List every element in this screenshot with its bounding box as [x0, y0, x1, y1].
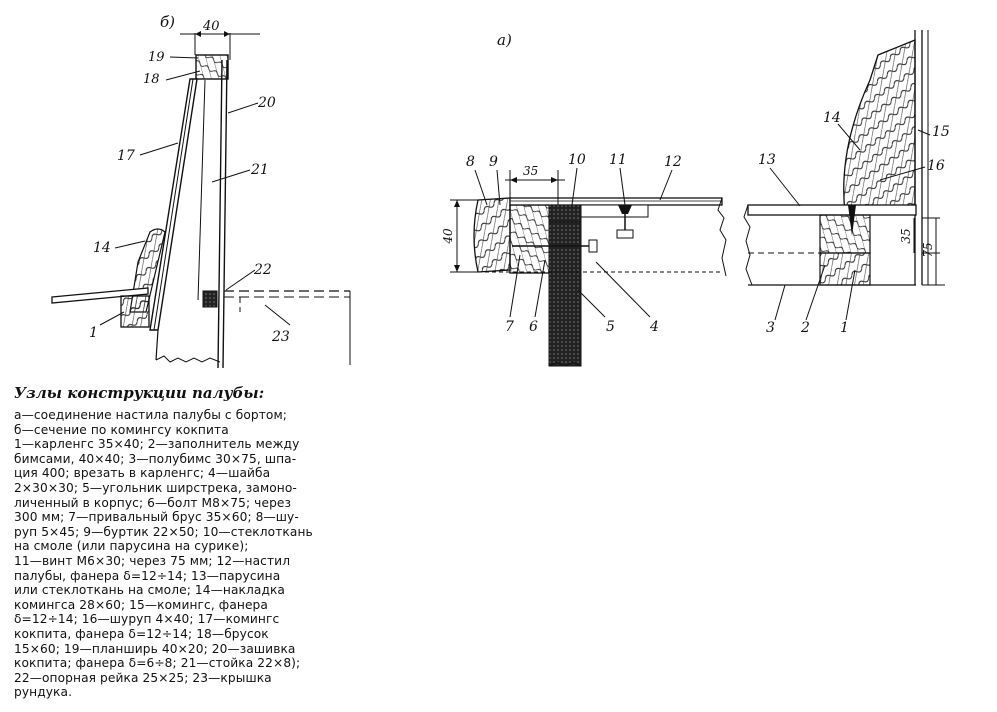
label-14: 14	[93, 240, 111, 256]
legend-line: или стеклоткань на смоле; 14—накладка	[14, 583, 286, 598]
legend-line: б—сечение по комингсу кокпита	[14, 422, 229, 437]
legend-line: 1—карленгс 35×40; 2—заполнитель между	[14, 437, 300, 452]
legend-line: палубы, фанера δ=12÷14; 13—парусина	[14, 568, 281, 583]
label-22: 22	[253, 262, 272, 278]
label-a-16: 16	[927, 158, 945, 174]
caption-legend: а—соединение настила палубы с бортом; б—…	[14, 408, 374, 700]
legend-line: личенный в корпус; 6—болт М8×75; через	[14, 495, 292, 510]
legend-line: рундука.	[14, 685, 73, 700]
legend-line: 2×30×30; 5—угольник ширстрека, замоно-	[14, 480, 297, 495]
label-18: 18	[143, 72, 160, 87]
label-1: 1	[89, 325, 98, 341]
label-17: 17	[117, 148, 135, 164]
label-a-6: 6	[529, 319, 538, 335]
label-23: 23	[271, 329, 290, 345]
label-a-13: 13	[758, 152, 776, 168]
view-b-label: б)	[160, 13, 175, 31]
label-a-2: 2	[800, 320, 810, 336]
label-21: 21	[250, 162, 269, 178]
label-a-4: 4	[649, 319, 659, 335]
view-a-dim-35: 35	[523, 164, 538, 178]
label-a-15: 15	[932, 124, 950, 140]
legend-line: на смоле (или парусина на сурике);	[14, 539, 249, 554]
label-a-10: 10	[568, 152, 586, 168]
legend-line: кокпита; фанера δ=6÷8; 21—стойка 22×8);	[14, 656, 301, 671]
label-a-9: 9	[489, 154, 498, 170]
legend-line: 22—опорная рейка 25×25; 23—крышка	[14, 670, 272, 685]
legend-line: а—соединение настила палубы с бортом;	[14, 408, 287, 422]
legend-line: 300 мм; 7—привальный брус 35×60; 8—шу-	[14, 510, 299, 525]
view-a-dim-40: 40	[441, 228, 455, 245]
label-a-12: 12	[664, 154, 682, 170]
label-20: 20	[257, 95, 276, 111]
view-b: б) 40	[51, 13, 351, 369]
legend-line: кокпита, фанера δ=12÷14; 18—брусок	[14, 626, 269, 641]
legend-line: δ=12÷14; 16—шуруп 4×40; 17—комингс	[14, 612, 280, 627]
view-a-dim-35-right: 35	[899, 228, 913, 243]
legend-line: бимсами, 40×40; 3—полубимс 30×75, шпа-	[14, 451, 297, 466]
view-a-dim-75: 75	[921, 242, 935, 257]
label-a-7: 7	[505, 319, 514, 335]
legend-line: комингса 28×60; 15—комингс, фанера	[14, 597, 268, 612]
figure-caption: Узлы конструкции палубы: а—соединение на…	[14, 384, 374, 700]
legend-line: 15×60; 19—планширь 40×20; 20—зашивка	[14, 641, 296, 656]
label-a-14: 14	[823, 110, 841, 126]
label-a-8: 8	[466, 154, 475, 170]
legend-line: 11—винт М6×30; через 75 мм; 12—настил	[14, 553, 291, 568]
caption-title: Узлы конструкции палубы:	[14, 384, 265, 402]
label-a-1: 1	[840, 320, 849, 336]
legend-line: ция 400; врезать в карленгс; 4—шайба	[14, 466, 271, 481]
label-a-11: 11	[609, 152, 627, 168]
label-a-3: 3	[766, 320, 775, 336]
view-a-label: а)	[497, 31, 512, 49]
label-19: 19	[148, 50, 165, 65]
legend-line: руп 5×45; 9—буртик 22×50; 10—стеклоткань	[14, 524, 313, 539]
view-a: а) 40 35	[441, 30, 950, 367]
label-a-5: 5	[606, 319, 615, 335]
view-b-dim-40: 40	[202, 19, 220, 34]
